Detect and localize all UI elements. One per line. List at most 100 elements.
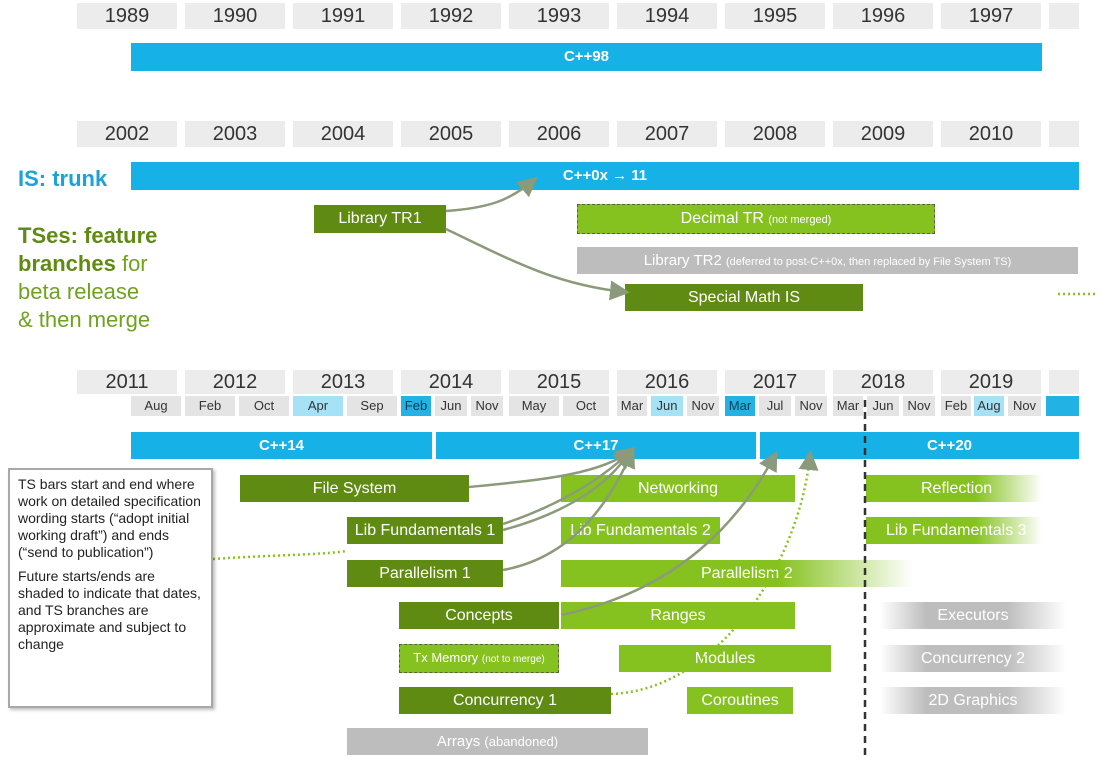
- arrow-conc1-to-cpp20-dotted: [610, 450, 819, 696]
- arrays-note: (abandoned): [484, 734, 559, 749]
- year-cell: 2018: [833, 370, 933, 394]
- cpp98-bar: C++98: [131, 43, 1042, 71]
- month-cell: Jun: [867, 396, 899, 416]
- month-cell: Jun: [435, 396, 467, 416]
- legend-note-p2: Future starts/ends are shaded to indicat…: [18, 568, 201, 652]
- year-cell: 1991: [293, 3, 393, 29]
- year-cell-partial: [1049, 121, 1079, 147]
- parallelism-1-bar: Parallelism 1: [347, 560, 503, 587]
- year-cell: 2007: [617, 121, 717, 147]
- year-cell: 2017: [725, 370, 825, 394]
- month-cell: Mar: [617, 396, 647, 416]
- legend-note-box: TS bars start and end where work on deta…: [8, 468, 213, 708]
- tx-memory-label: Tx Memory: [413, 650, 479, 665]
- file-system-bar: File System: [240, 475, 469, 502]
- year-cell: 1992: [401, 3, 501, 29]
- modules-bar: Modules: [619, 645, 831, 672]
- cpp14-bar: C++14: [131, 432, 432, 459]
- arrow-tr1-to-cpp11: [445, 176, 538, 213]
- year-cell-partial: [1049, 370, 1079, 394]
- arrays-label: Arrays: [436, 733, 481, 750]
- month-cell-highlight: Aug: [974, 396, 1004, 416]
- year-cell: 1996: [833, 3, 933, 29]
- library-tr2-bar: Library TR2 (deferred to post-C++0x, the…: [577, 247, 1078, 274]
- month-cell: May: [509, 396, 559, 416]
- year-cell: 2008: [725, 121, 825, 147]
- concepts-bar: Concepts: [399, 602, 559, 629]
- coroutines-bar: Coroutines: [687, 687, 793, 714]
- is-trunk-label: IS: trunk: [18, 166, 108, 191]
- lib-fundamentals-3-bar: Lib Fundamentals 3: [866, 517, 1042, 544]
- year-cell: 2013: [293, 370, 393, 394]
- tses-text-3: & then merge: [18, 307, 151, 332]
- library-tr2-label: Library TR2: [643, 252, 722, 269]
- year-cell: 1989: [77, 3, 177, 29]
- library-tr1-bar: Library TR1: [314, 205, 446, 233]
- month-cell: Nov: [903, 396, 935, 416]
- concurrency-1-bar: Concurrency 1: [399, 687, 611, 714]
- month-cell: Aug: [131, 396, 181, 416]
- year-cell: 2005: [401, 121, 501, 147]
- tooltip-pointer-dotted: [212, 549, 348, 561]
- decimal-tr-note: (not merged): [768, 214, 832, 226]
- cpp0x-bar: C++0x → 11: [131, 162, 1079, 190]
- concurrency-2-bar: Concurrency 2: [880, 645, 1066, 672]
- year-cell: 1997: [941, 3, 1041, 29]
- parallelism-2-bar: Parallelism 2: [561, 560, 913, 587]
- year-cell: 2010: [941, 121, 1041, 147]
- month-cell: Feb: [941, 396, 971, 416]
- month-cell: Sep: [347, 396, 397, 416]
- arrow-tr1-to-special-math: [445, 227, 630, 301]
- tses-label: TSes: feature branches for beta release …: [18, 222, 208, 334]
- executors-bar: Executors: [880, 602, 1066, 629]
- arrays-bar: Arrays (abandoned): [347, 728, 648, 755]
- arrow-fs-to-cpp17: [468, 446, 636, 489]
- special-math-bar: Special Math IS: [625, 284, 863, 311]
- month-cell: Nov: [687, 396, 719, 416]
- year-cell: 2014: [401, 370, 501, 394]
- lib-fundamentals-1-bar: Lib Fundamentals 1: [347, 517, 503, 544]
- month-cell: Jul: [759, 396, 791, 416]
- arrow-concepts-to-cpp20: [560, 450, 778, 617]
- year-cell: 1995: [725, 3, 825, 29]
- year-cell-partial: [1049, 3, 1079, 29]
- decimal-tr-bar: Decimal TR (not merged): [577, 204, 935, 234]
- cpp17-bar: C++17: [436, 432, 756, 459]
- month-cell-highlight: Mar: [725, 396, 755, 416]
- month-cell-highlight: Jun: [651, 396, 683, 416]
- tx-memory-note: (not to merge): [481, 654, 545, 665]
- legend-note-p1: TS bars start and end where work on deta…: [18, 476, 201, 560]
- arrow-par1-to-cpp17: [502, 447, 636, 572]
- ranges-bar: Ranges: [561, 602, 795, 629]
- month-cell: Nov: [471, 396, 503, 416]
- library-tr2-note: (deferred to post-C++0x, then replaced b…: [725, 256, 1012, 268]
- month-cell: Oct: [563, 396, 609, 416]
- year-cell: 1990: [185, 3, 285, 29]
- year-cell: 2006: [509, 121, 609, 147]
- tses-text-2: beta release: [18, 279, 140, 304]
- year-cell: 2019: [941, 370, 1041, 394]
- year-cell: 2009: [833, 121, 933, 147]
- year-cell: 2011: [77, 370, 177, 394]
- tses-for-text: for: [121, 251, 148, 276]
- month-cell: Oct: [239, 396, 289, 416]
- decimal-tr-label: Decimal TR: [680, 210, 764, 227]
- month-cell: Nov: [795, 396, 827, 416]
- month-cell-highlight: [1046, 396, 1079, 416]
- year-cell: 2015: [509, 370, 609, 394]
- reflection-bar: Reflection: [866, 475, 1042, 502]
- year-cell: 1993: [509, 3, 609, 29]
- tx-memory-bar: Tx Memory (not to merge): [399, 644, 559, 673]
- year-cell: 2012: [185, 370, 285, 394]
- month-cell-highlight: Apr: [293, 396, 343, 416]
- year-cell: 2016: [617, 370, 717, 394]
- month-cell: Feb: [185, 396, 235, 416]
- year-cell: 2003: [185, 121, 285, 147]
- month-cell-highlight: Feb: [401, 396, 431, 416]
- year-cell: 1994: [617, 3, 717, 29]
- month-cell: Nov: [1008, 396, 1041, 416]
- 2d-graphics-bar: 2D Graphics: [880, 687, 1066, 714]
- month-cell: Mar: [833, 396, 863, 416]
- tses-bold-text: TSes: feature branches: [18, 223, 158, 276]
